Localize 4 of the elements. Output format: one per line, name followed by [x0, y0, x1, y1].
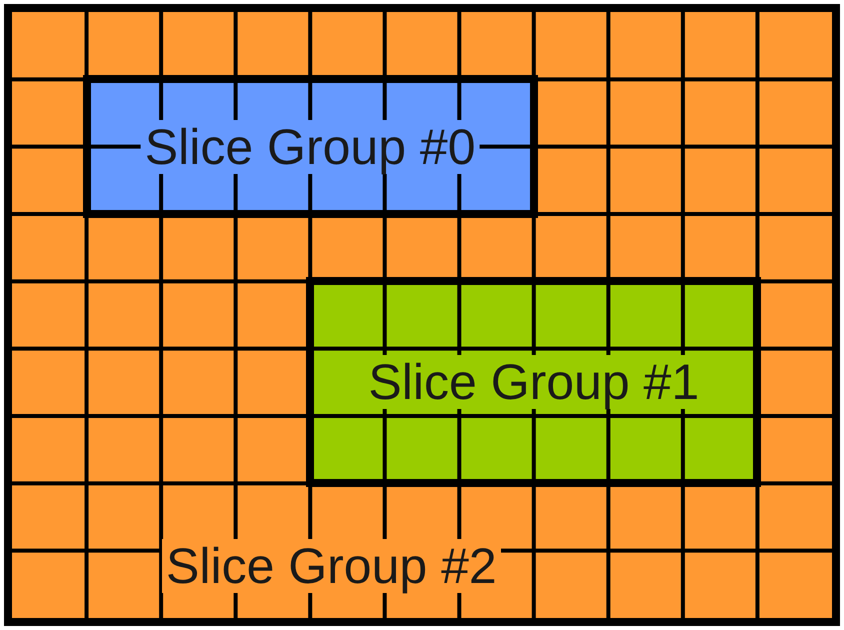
slice-group-region — [82, 75, 538, 218]
slice-group-region — [4, 4, 840, 626]
region-label: Slice Group #2 — [162, 539, 501, 593]
region-label: Slice Group #0 — [140, 120, 480, 174]
